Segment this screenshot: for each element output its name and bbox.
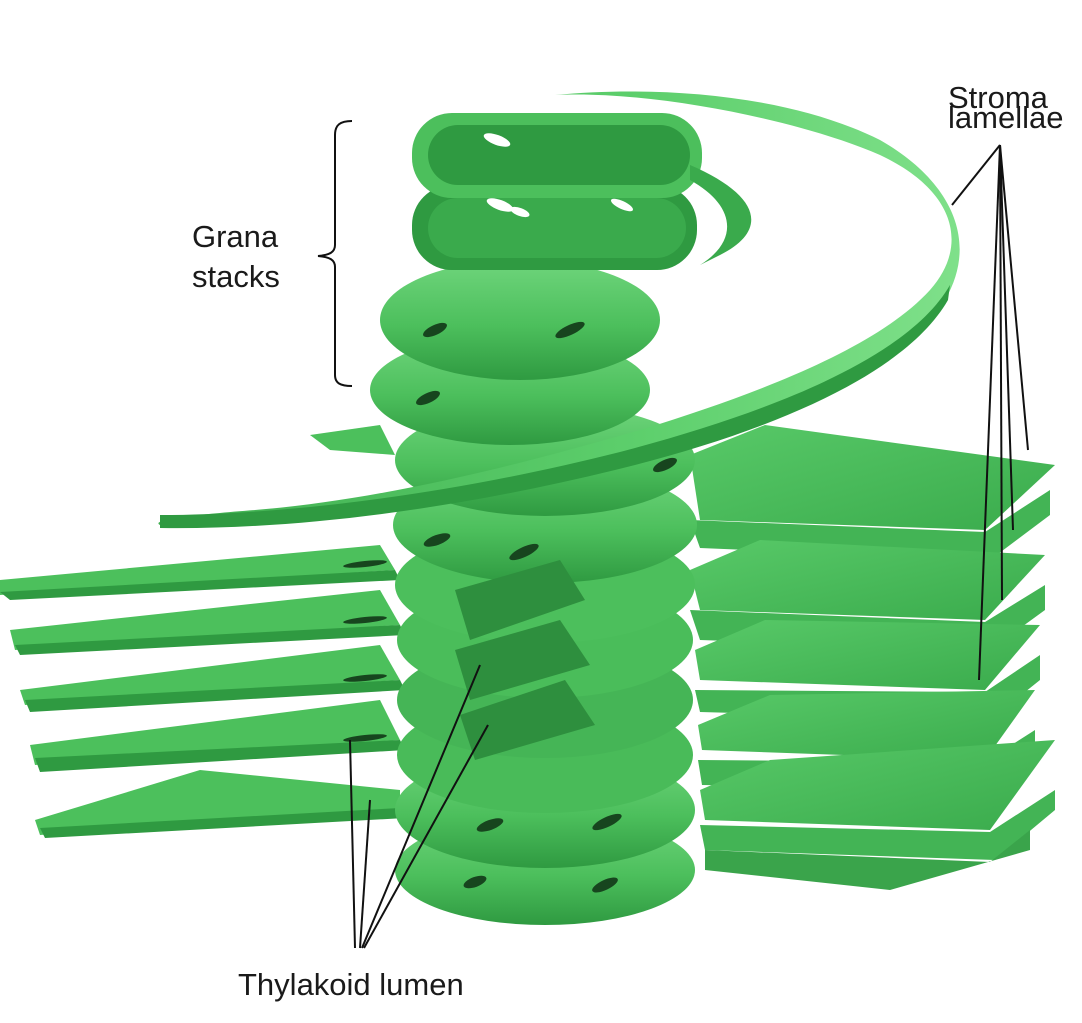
labels: Grana stacks Stroma lamellae Thylakoid l… <box>192 80 1063 1002</box>
annotation-lines <box>317 120 1029 949</box>
stroma-leader-3 <box>999 144 1014 531</box>
grana-label-line2: stacks <box>192 259 280 294</box>
stroma-label-line1: Stroma <box>948 80 1049 115</box>
stroma-leader-1 <box>951 144 1001 206</box>
stroma-leader-4 <box>999 144 1003 601</box>
lumen-label: Thylakoid lumen <box>238 967 464 1002</box>
lumen-leader-4 <box>363 724 489 949</box>
stroma-leader-2 <box>999 144 1029 451</box>
grana-stack <box>370 113 702 925</box>
lumen-leader-3 <box>361 664 481 949</box>
lumen-leader-1 <box>349 739 356 949</box>
grana-bracket <box>317 120 353 387</box>
spiral-stroma-lamella <box>158 91 960 529</box>
stroma-leader-5 <box>978 144 1001 681</box>
grana-label-line1: Grana <box>192 219 279 254</box>
lumen-leader-2 <box>359 799 371 949</box>
stroma-lamellae-fins-left <box>0 425 405 838</box>
stroma-label-line2: lamellae <box>948 100 1063 135</box>
stroma-lamellae-sheets-right <box>690 425 1055 890</box>
